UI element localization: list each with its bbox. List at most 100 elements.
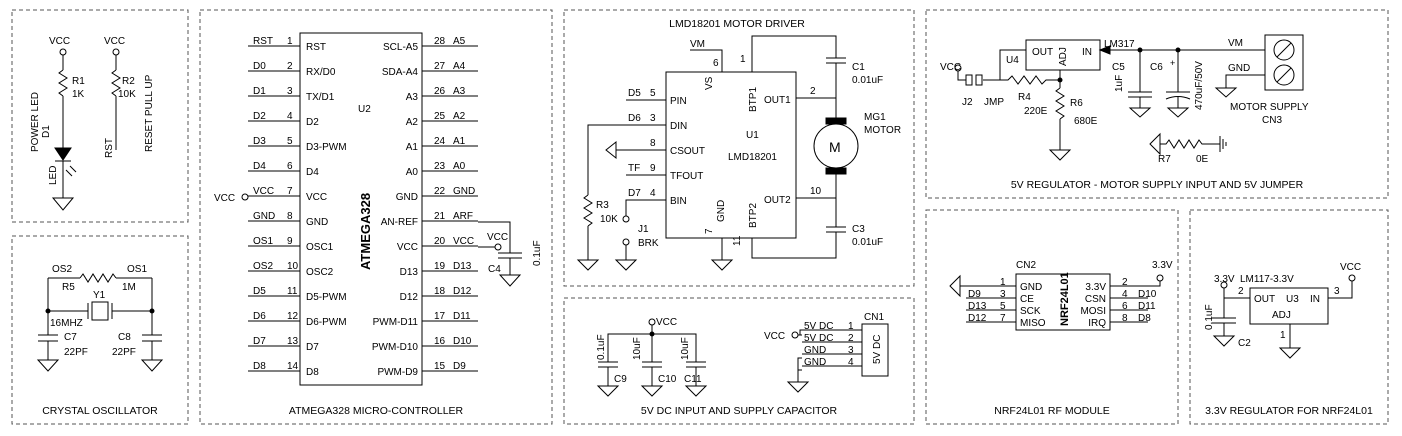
pin-net-label: GND <box>804 345 826 356</box>
pin-net-label: D3 <box>253 136 266 147</box>
pin-number: 2 <box>287 61 293 72</box>
supply-5v-section: VCC 0.1uF C9 10uF C10 10uF C11 CN1 5V DC… <box>596 312 889 417</box>
pin-net-label: 5V DC <box>804 321 833 332</box>
d1-label: D1 <box>41 125 52 138</box>
mcu-chip-body <box>299 32 423 386</box>
pin-number: 1 <box>1000 277 1006 288</box>
crystal-title: CRYSTAL OSCILLATOR <box>42 405 158 417</box>
pin-net-label: D12 <box>453 286 472 297</box>
c6-value: 470uF/50V <box>1194 61 1205 110</box>
reset-pullup-title: RESET PULL UP <box>144 74 155 152</box>
vcc-label: VCC <box>49 36 70 47</box>
pin-number: 7 <box>287 186 293 197</box>
pin11-num: 11 <box>732 235 743 246</box>
pin-net-label: VCC <box>253 186 274 197</box>
pin-number: 20 <box>434 236 446 247</box>
pin-name: D12 <box>400 292 419 303</box>
ground-icon <box>1278 347 1302 359</box>
d7-net: D7 <box>628 188 641 199</box>
pin2-num: 2 <box>1238 286 1244 297</box>
frame-supply-5v <box>563 297 915 425</box>
power-led-section: VCC R1 1K D1 LED POWER LED VCC R2 10K RS… <box>30 36 155 211</box>
lm117-label: LM117-3.3V <box>1240 274 1294 285</box>
pin-pin: PIN <box>670 96 687 107</box>
vcc-left-label: VCC <box>214 193 235 204</box>
pin-number: 27 <box>434 61 446 72</box>
vcc-terminal <box>494 243 502 251</box>
reg33-section: 3.3V LM117-3.3V VCC OUT IN ADJ U3 2 3 1 … <box>1204 262 1373 417</box>
cn3-label: CN3 <box>1262 115 1282 126</box>
jumper-j1-pin <box>622 238 630 246</box>
ground-icon <box>614 259 638 271</box>
ground-icon <box>498 274 522 287</box>
out1-pin: OUT1 <box>764 95 791 106</box>
pin-name: A2 <box>406 117 419 128</box>
crystal-section: OS2 OS1 R5 1M Y1 16MHZ C7 22PF C8 22PF C… <box>36 264 164 417</box>
r6-label: R6 <box>1070 98 1083 109</box>
resistor-r3 <box>583 194 593 227</box>
lm317-adj-pin: ADJ <box>1058 47 1069 66</box>
motor-supply-label: MOTOR SUPPLY <box>1230 102 1309 113</box>
pin-number: 3 <box>848 345 854 356</box>
terminal-block-cn3 <box>1264 34 1304 91</box>
pin-net-label: OS2 <box>253 261 273 272</box>
motor-symbol-letter: M <box>829 139 841 155</box>
ground-icon <box>1048 149 1072 161</box>
pin-number: 28 <box>434 36 446 47</box>
supply-5v-title: 5V DC INPUT AND SUPPLY CAPACITOR <box>641 405 838 417</box>
pin-number: 6 <box>1122 301 1128 312</box>
ground-icon <box>786 381 810 393</box>
pin-net-label: D10 <box>1138 289 1157 300</box>
pin-name: D5-PWM <box>306 292 347 303</box>
frame-mcu <box>199 9 553 425</box>
pin-name: PWM-D9 <box>377 367 418 378</box>
c7-label: C7 <box>64 332 77 343</box>
j2-label: J2 <box>962 97 973 108</box>
c9-value: 0.1uF <box>596 334 607 360</box>
pin-name: SCL-A5 <box>383 42 418 53</box>
tfout-pin: TFOUT <box>670 171 703 182</box>
pin-net-label: VCC <box>453 236 474 247</box>
pin-net-label: D6 <box>253 311 266 322</box>
pin-net-label: ARF <box>453 211 473 222</box>
pin-net-label: D2 <box>253 111 266 122</box>
os1-label: OS1 <box>127 264 147 275</box>
frame-crystal <box>11 235 189 425</box>
r7-label: R7 <box>1158 154 1171 165</box>
pin-name: OSC2 <box>306 267 334 278</box>
pin-name: A3 <box>406 92 419 103</box>
vcc-label: VCC <box>1340 262 1361 273</box>
pin-number: 2 <box>848 333 854 344</box>
cn2-label: CN2 <box>1016 260 1036 271</box>
frame-motor-driver <box>563 9 915 287</box>
pin-number: 24 <box>434 136 446 147</box>
nrf-chip-name: NRF24L01 <box>1059 272 1071 326</box>
pin-net-label: A2 <box>453 111 466 122</box>
pin-number: 25 <box>434 111 446 122</box>
vcc-terminal <box>791 331 799 339</box>
c4-value: 0.1uF <box>532 240 543 266</box>
lm117-out-pin: OUT <box>1254 294 1275 305</box>
pin10-num: 10 <box>810 186 822 197</box>
pin-net-label: D8 <box>253 361 266 372</box>
pin-number: 6 <box>287 161 293 172</box>
d6-net: D6 <box>628 113 641 124</box>
pin-number: 2 <box>1122 277 1128 288</box>
pin-net-label: A4 <box>453 61 466 72</box>
c7-value: 22PF <box>64 347 88 358</box>
pin1-num: 1 <box>740 54 746 65</box>
vcc-terminal <box>648 318 656 326</box>
r4-label: R4 <box>1018 92 1031 103</box>
frame-power-led <box>11 9 189 223</box>
pin-number: 1 <box>287 36 293 47</box>
